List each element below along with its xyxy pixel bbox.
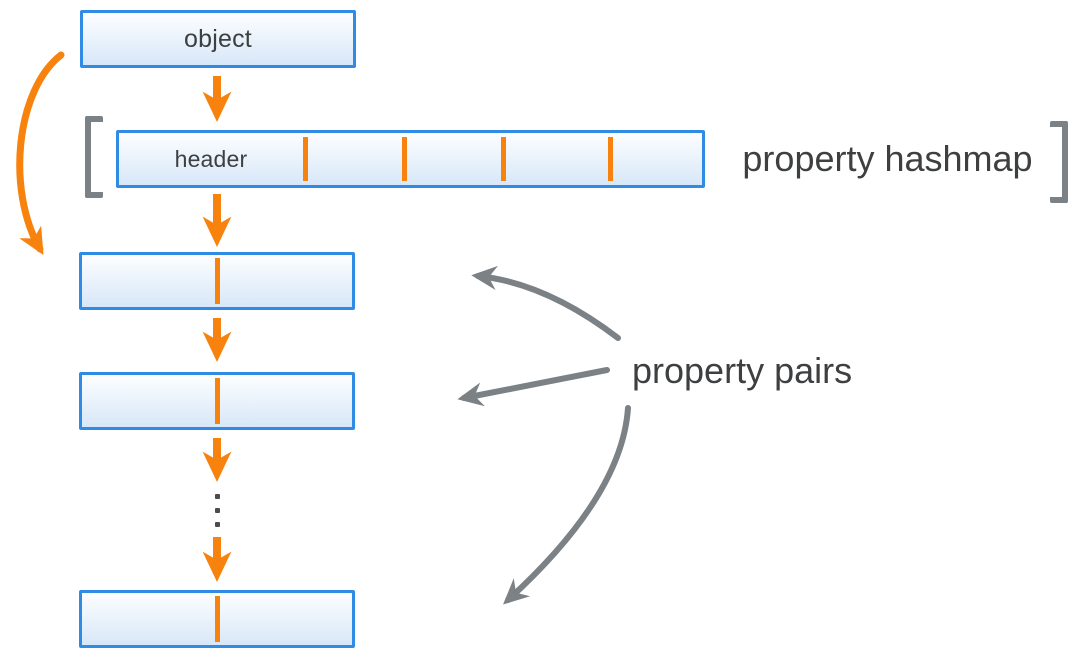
object-to-pairs-curved-arrow	[16, 51, 65, 256]
right-bracket	[1050, 121, 1068, 203]
header-label: header	[174, 145, 248, 172]
object-box: object	[80, 10, 356, 68]
pairs-arrow-middle	[457, 367, 610, 407]
pair-divider	[214, 378, 220, 424]
property-pair-box-2	[79, 372, 355, 430]
pairs-arrow-top	[471, 265, 621, 341]
pair-divider	[214, 596, 220, 642]
pair-divider	[214, 258, 220, 304]
hashmap-divider	[608, 137, 613, 181]
hashmap-label: property hashmap	[742, 138, 1033, 179]
hashmap-divider	[303, 137, 308, 181]
hashmap-divider	[501, 137, 506, 181]
left-bracket	[85, 116, 103, 198]
hashmap-divider	[402, 137, 407, 181]
property-pair-box-1	[79, 252, 355, 310]
object-label: object	[184, 24, 252, 53]
pairs-arrow-bottom	[503, 405, 631, 605]
hashmap-box: header	[116, 130, 705, 188]
ellipsis-dots	[215, 494, 220, 527]
pairs-label: property pairs	[632, 350, 853, 391]
property-pair-box-3	[79, 590, 355, 648]
